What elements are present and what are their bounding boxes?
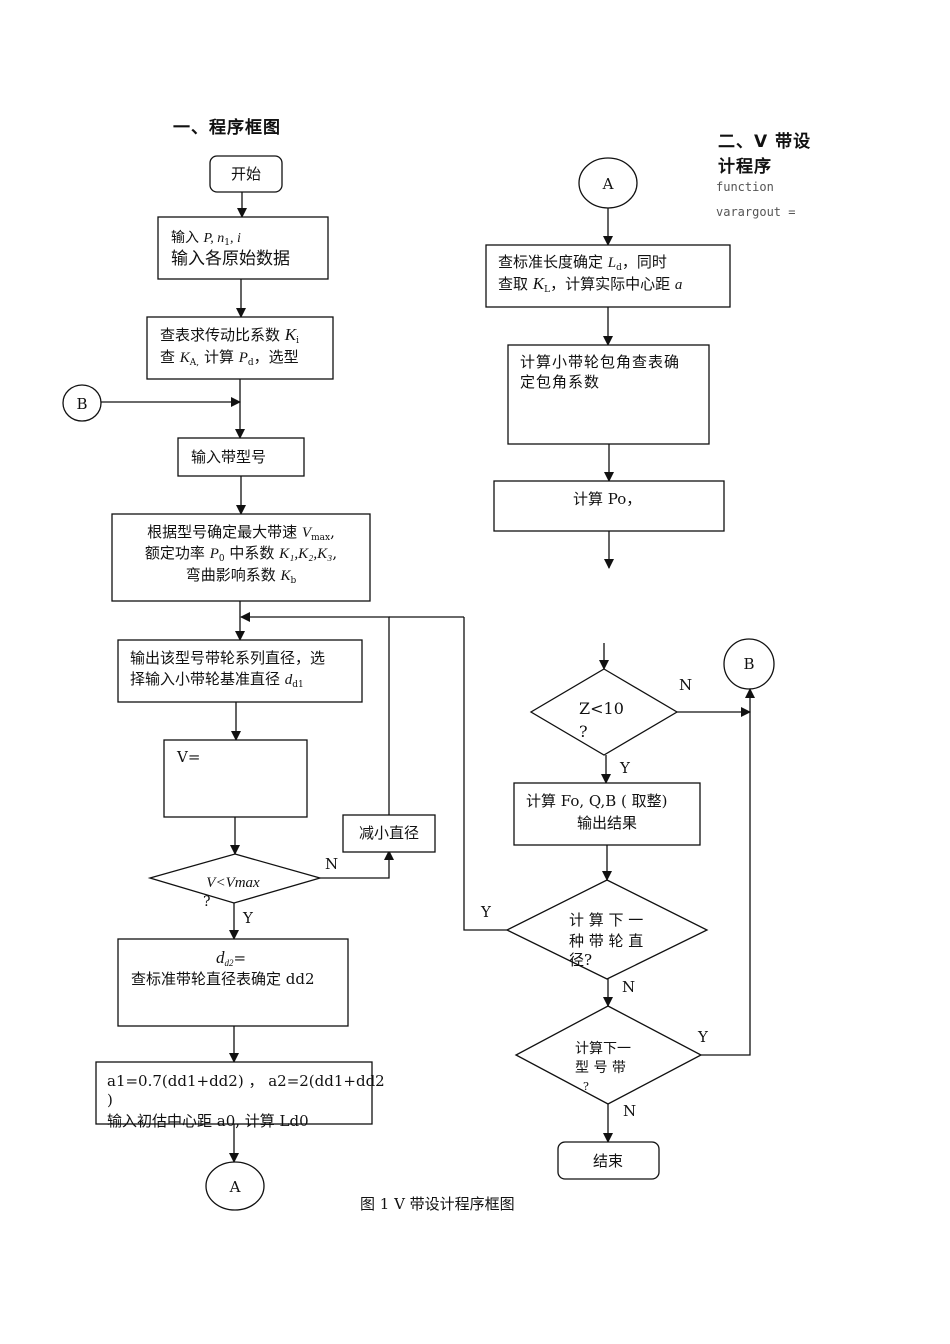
decision-next-type-yes-label: Y: [697, 1028, 709, 1046]
decision-z-label: Z<10: [579, 699, 624, 718]
connector-a-bottom-label: A: [229, 1178, 241, 1196]
node-dd2: dd2= 查标准带轮直径表确定 dd2: [117, 938, 349, 1027]
calc-fo-line2: 输出结果: [577, 814, 637, 832]
node-ld: 查标准长度确定 Ld，同时 查取 KL，计算实际中心距 a: [485, 244, 731, 308]
calc-po-label: 计算 Po，: [573, 490, 641, 508]
output-diam-line1: 输出该型号带轮系列直径，选: [130, 649, 325, 667]
section-heading-flowchart: 一、程序框图: [173, 118, 281, 138]
arrow-decision-no-to-reduce: [320, 850, 394, 879]
node-output-diameters: 输出该型号带轮系列直径，选 择输入小带轮基准直径 dd1: [117, 639, 363, 703]
decision-z-yes-label: Y: [619, 759, 631, 777]
section-heading-program-line1: 二、V 带设: [718, 132, 812, 152]
a-line1: a1=0.7(dd1+dd2) ， a2=2(dd1+dd2: [107, 1072, 385, 1090]
lookup-ki-line1: 查表求传动比系数 Ki: [160, 325, 299, 346]
ld-line2: 查取 KL，计算实际中心距 a: [498, 274, 682, 295]
decision-next-diam-l1: 计 算 下 一: [569, 911, 643, 929]
node-calc-po: 计算 Po，: [493, 480, 725, 532]
v-calc-label: V=: [176, 748, 200, 766]
connector-a-bottom[interactable]: A: [205, 1161, 265, 1211]
node-determine-params: 根据型号确定最大带速 Vmax, 额定功率 P0 中系数 K₁,K₂,K₃, 弯…: [111, 513, 371, 602]
connector-b-right[interactable]: B: [723, 638, 775, 690]
decision-next-belt-type: 计算下一 型 号 带 ?: [514, 1005, 703, 1105]
decision-next-diam-yes-label: Y: [480, 903, 492, 921]
decision-next-type-l2: 型 号 带: [575, 1060, 626, 1076]
decision-z-no-label: N: [679, 676, 692, 694]
start-label: 开始: [231, 165, 261, 183]
decision-v-no-label: N: [325, 855, 338, 873]
decision-v-q: ?: [203, 894, 211, 910]
node-calc-fo: 计算 Fo, Q,B ( 取整) 输出结果: [513, 782, 701, 846]
decision-next-type-l3: ?: [583, 1080, 589, 1093]
connector-b-right-label: B: [743, 655, 754, 673]
determine-line2: 额定功率 P0 中系数 K₁,K₂,K₃,: [145, 544, 337, 564]
connector-a-top-label: A: [602, 175, 614, 193]
end-label: 结束: [593, 1152, 623, 1170]
decision-next-diameter: 计 算 下 一 种 带 轮 直 径?: [505, 879, 709, 980]
output-diam-line2: 择输入小带轮基准直径 dd1: [130, 670, 304, 690]
determine-line1: 根据型号确定最大带速 Vmax,: [147, 523, 335, 543]
decision-next-diam-l3: 径?: [569, 951, 592, 969]
decision-next-diam-no-label: N: [622, 978, 635, 996]
dd2-line1: dd2=: [216, 948, 246, 968]
code-line-varargout: varargout =: [716, 205, 796, 219]
connector-b-left-label: B: [76, 395, 87, 413]
ld-line1: 查标准长度确定 Ld，同时: [498, 253, 667, 273]
input-params-line1: 输入 P, n1, i: [171, 230, 241, 248]
input-params-line2: 输入各原始数据: [171, 249, 290, 269]
determine-line3: 弯曲影响系数 Kb: [186, 566, 297, 586]
lookup-ki-line2: 查 KA, 计算 Pd，选型: [160, 348, 299, 368]
decision-v-label: V<Vmax: [206, 875, 260, 891]
decision-next-diam-l2: 种 带 轮 直: [569, 932, 643, 950]
decision-z-q: ?: [579, 722, 588, 741]
node-reduce-diameter: 减小直径: [342, 814, 436, 853]
figure-caption: 图 1 V 带设计程序框图: [360, 1195, 515, 1213]
decision-next-type-l1: 计算下一: [575, 1041, 631, 1057]
code-line-function: function: [716, 180, 774, 194]
decision-next-type-no-label: N: [623, 1102, 636, 1120]
a-line2: ): [107, 1091, 113, 1109]
wrap-angle-line2: 定包角系数: [520, 373, 600, 391]
section-heading-program-line2: 计程序: [718, 157, 772, 177]
decision-v-yes-label: Y: [242, 909, 254, 927]
decision-v-less-vmax: V<Vmax ?: [147, 853, 323, 910]
node-start: 开始: [209, 155, 283, 193]
calc-fo-line1: 计算 Fo, Q,B ( 取整): [526, 792, 668, 810]
decision-z-less-10: Z<10 ?: [529, 668, 679, 756]
node-v-calc: V=: [163, 739, 308, 818]
node-lookup-ki: 查表求传动比系数 Ki 查 KA, 计算 Pd，选型: [146, 316, 334, 380]
node-input-params: 输入 P, n1, i 输入各原始数据: [157, 216, 329, 280]
input-belt-type-label: 输入带型号: [191, 448, 266, 466]
connector-b-left[interactable]: B: [62, 384, 102, 422]
connector-a-top[interactable]: A: [578, 157, 638, 209]
wrap-angle-line1: 计算小带轮包角查表确: [520, 353, 680, 371]
node-center-distance: a1=0.7(dd1+dd2) ， a2=2(dd1+dd2 ) 输入初估中心距…: [95, 1061, 385, 1130]
reduce-diameter-label: 减小直径: [359, 824, 419, 842]
loop-next-diameter-line: [463, 617, 507, 931]
node-wrap-angle: 计算小带轮包角查表确 定包角系数: [507, 344, 710, 445]
arrow-next-type-yes-to-b: [701, 688, 755, 1056]
a-line3: 输入初估中心距 a0, 计算 Ld0: [107, 1112, 309, 1130]
node-end: 结束: [557, 1141, 660, 1180]
dd2-line2: 查标准带轮直径表确定 dd2: [131, 970, 315, 988]
node-input-belt-type: 输入带型号: [177, 437, 305, 477]
